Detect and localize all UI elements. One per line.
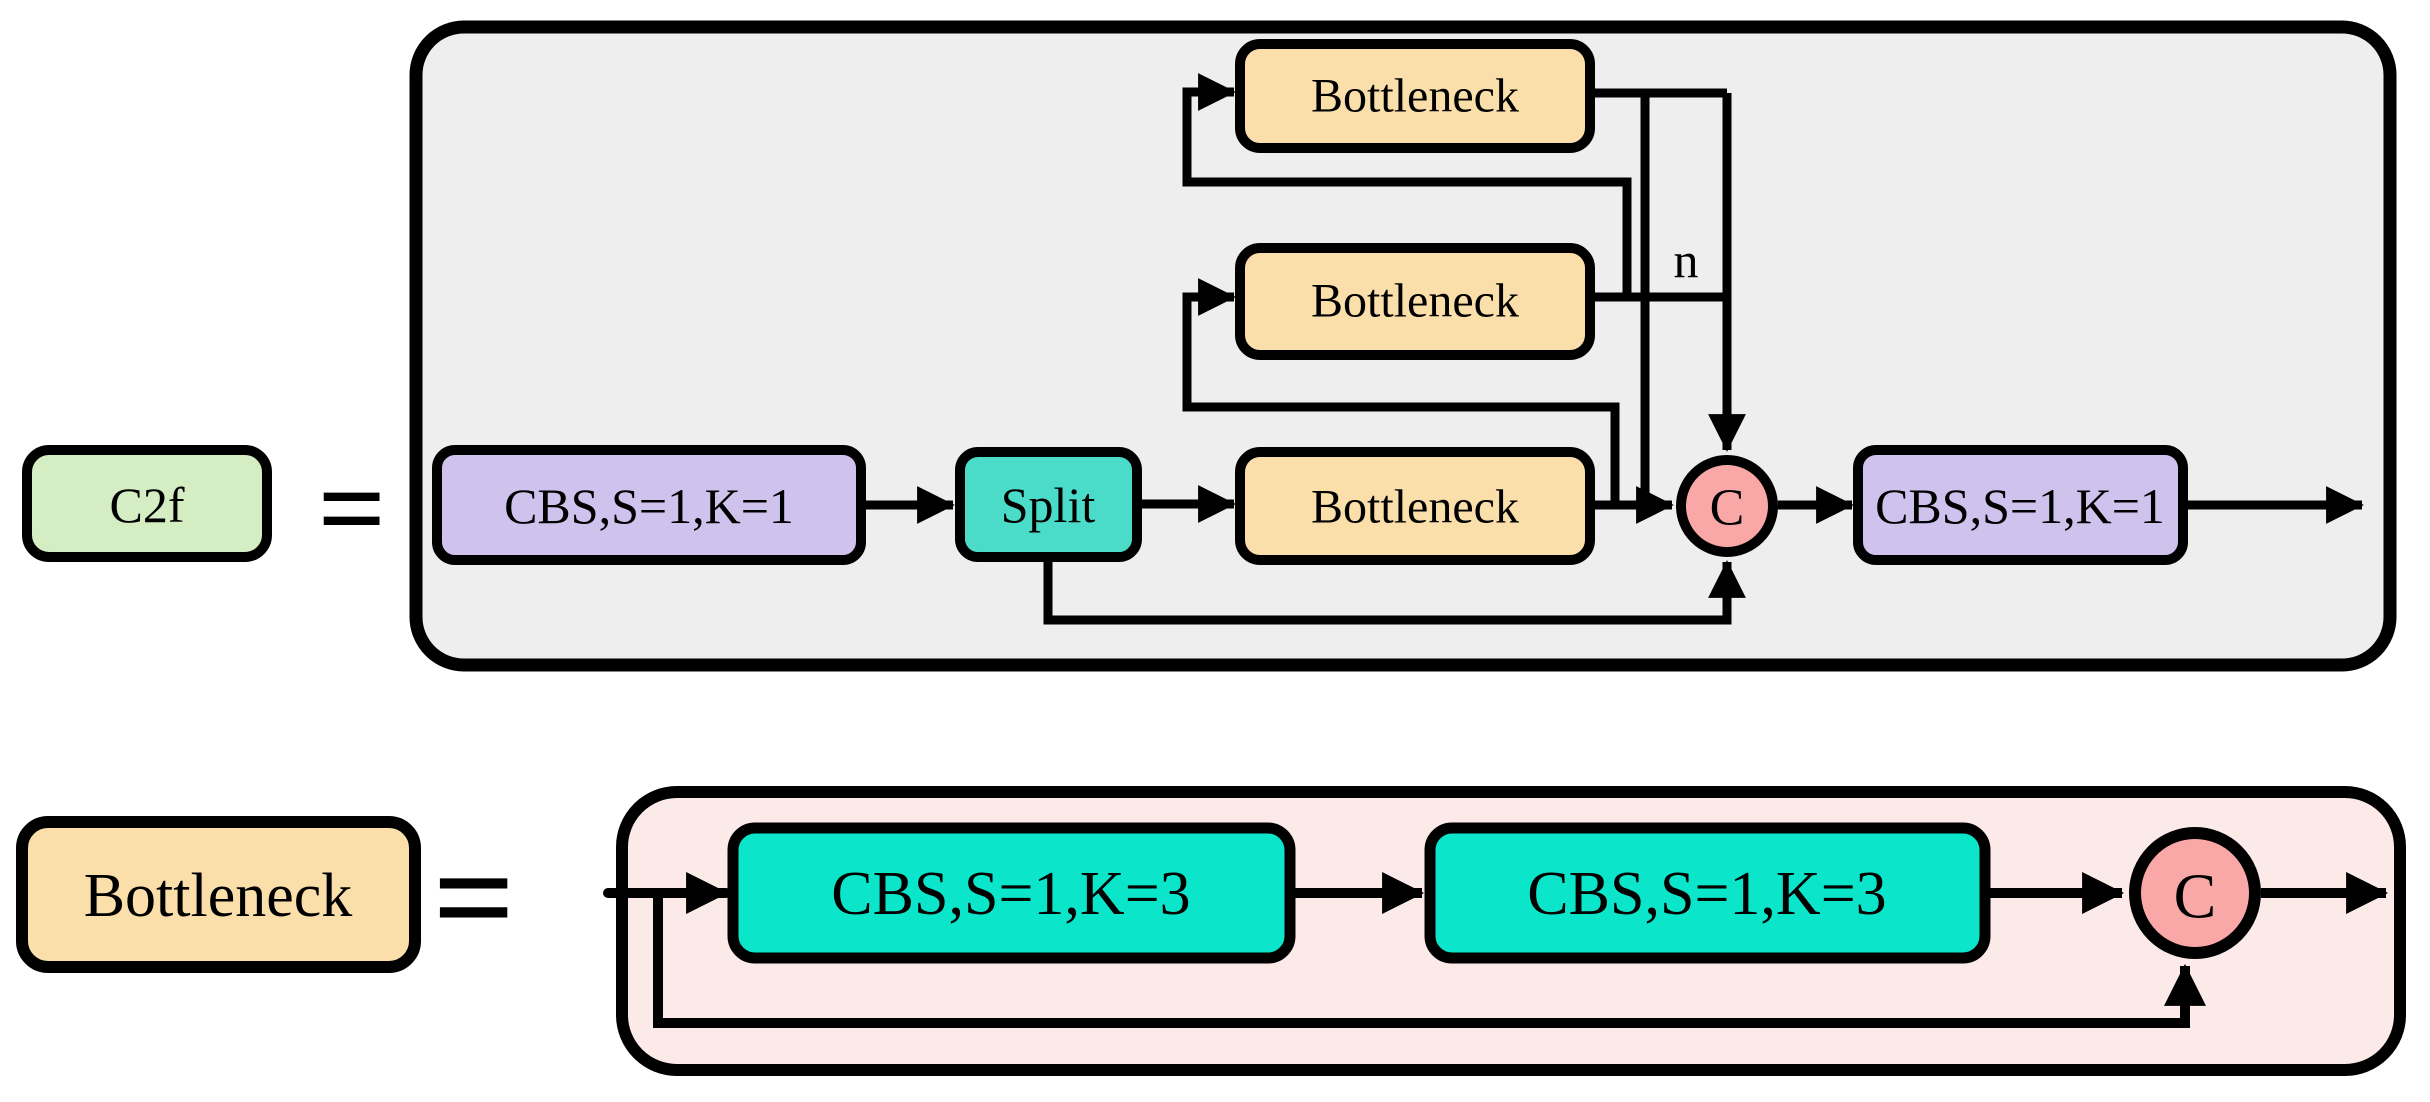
wire-residual-bypass bbox=[653, 893, 2206, 1028]
node-concat-bottleneck bbox=[2129, 827, 2261, 959]
node-bottleneck-top-label: Bottleneck bbox=[1311, 70, 1519, 123]
c2f-equals-sign: = bbox=[318, 442, 386, 575]
c2f-section: C2f = CBS,S=1,K=1 Split Bottleneck Bottl… bbox=[22, 20, 2397, 672]
node-cbs-out bbox=[1853, 445, 2188, 565]
wire-loop-to-middle-bottleneck bbox=[1182, 278, 1620, 505]
c2f-legend-label: C2f bbox=[110, 477, 185, 533]
node-bottleneck-middle bbox=[1235, 243, 1595, 360]
node-cbs-k3-second-label: CBS,S=1,K=3 bbox=[1527, 860, 1886, 928]
bottleneck-legend-box bbox=[16, 816, 421, 973]
bottleneck-section: Bottleneck = CBS,S=1,K=3 CBS,S=1,K=3 C bbox=[16, 786, 2406, 1076]
bottleneck-legend-label: Bottleneck bbox=[84, 862, 353, 930]
node-cbs-k3-first bbox=[727, 822, 1296, 964]
c2f-legend-box bbox=[22, 445, 272, 562]
node-cbs-k3-first-label: CBS,S=1,K=3 bbox=[831, 860, 1190, 928]
wire-loop-to-top-bottleneck bbox=[1182, 73, 1632, 297]
node-bottleneck-main bbox=[1235, 447, 1595, 565]
node-bottleneck-main-label: Bottleneck bbox=[1311, 481, 1519, 534]
node-bottleneck-middle-label: Bottleneck bbox=[1311, 275, 1519, 328]
node-bottleneck-top bbox=[1235, 39, 1595, 153]
node-cbs-in bbox=[432, 445, 866, 565]
node-split bbox=[955, 447, 1142, 562]
node-concat-bottleneck-label: C bbox=[2174, 861, 2217, 932]
wire-split-bypass bbox=[1043, 558, 1746, 625]
node-cbs-out-label: CBS,S=1,K=1 bbox=[1875, 478, 2165, 534]
repeat-count-label: n bbox=[1674, 232, 1699, 288]
node-split-label: Split bbox=[1001, 477, 1096, 533]
bottleneck-equals-sign: = bbox=[433, 818, 516, 978]
node-cbs-k3-second bbox=[1424, 822, 1991, 964]
node-concat-c2f-label: C bbox=[1710, 480, 1745, 537]
node-cbs-in-label: CBS,S=1,K=1 bbox=[504, 478, 794, 534]
node-concat-c2f bbox=[1676, 455, 1778, 557]
